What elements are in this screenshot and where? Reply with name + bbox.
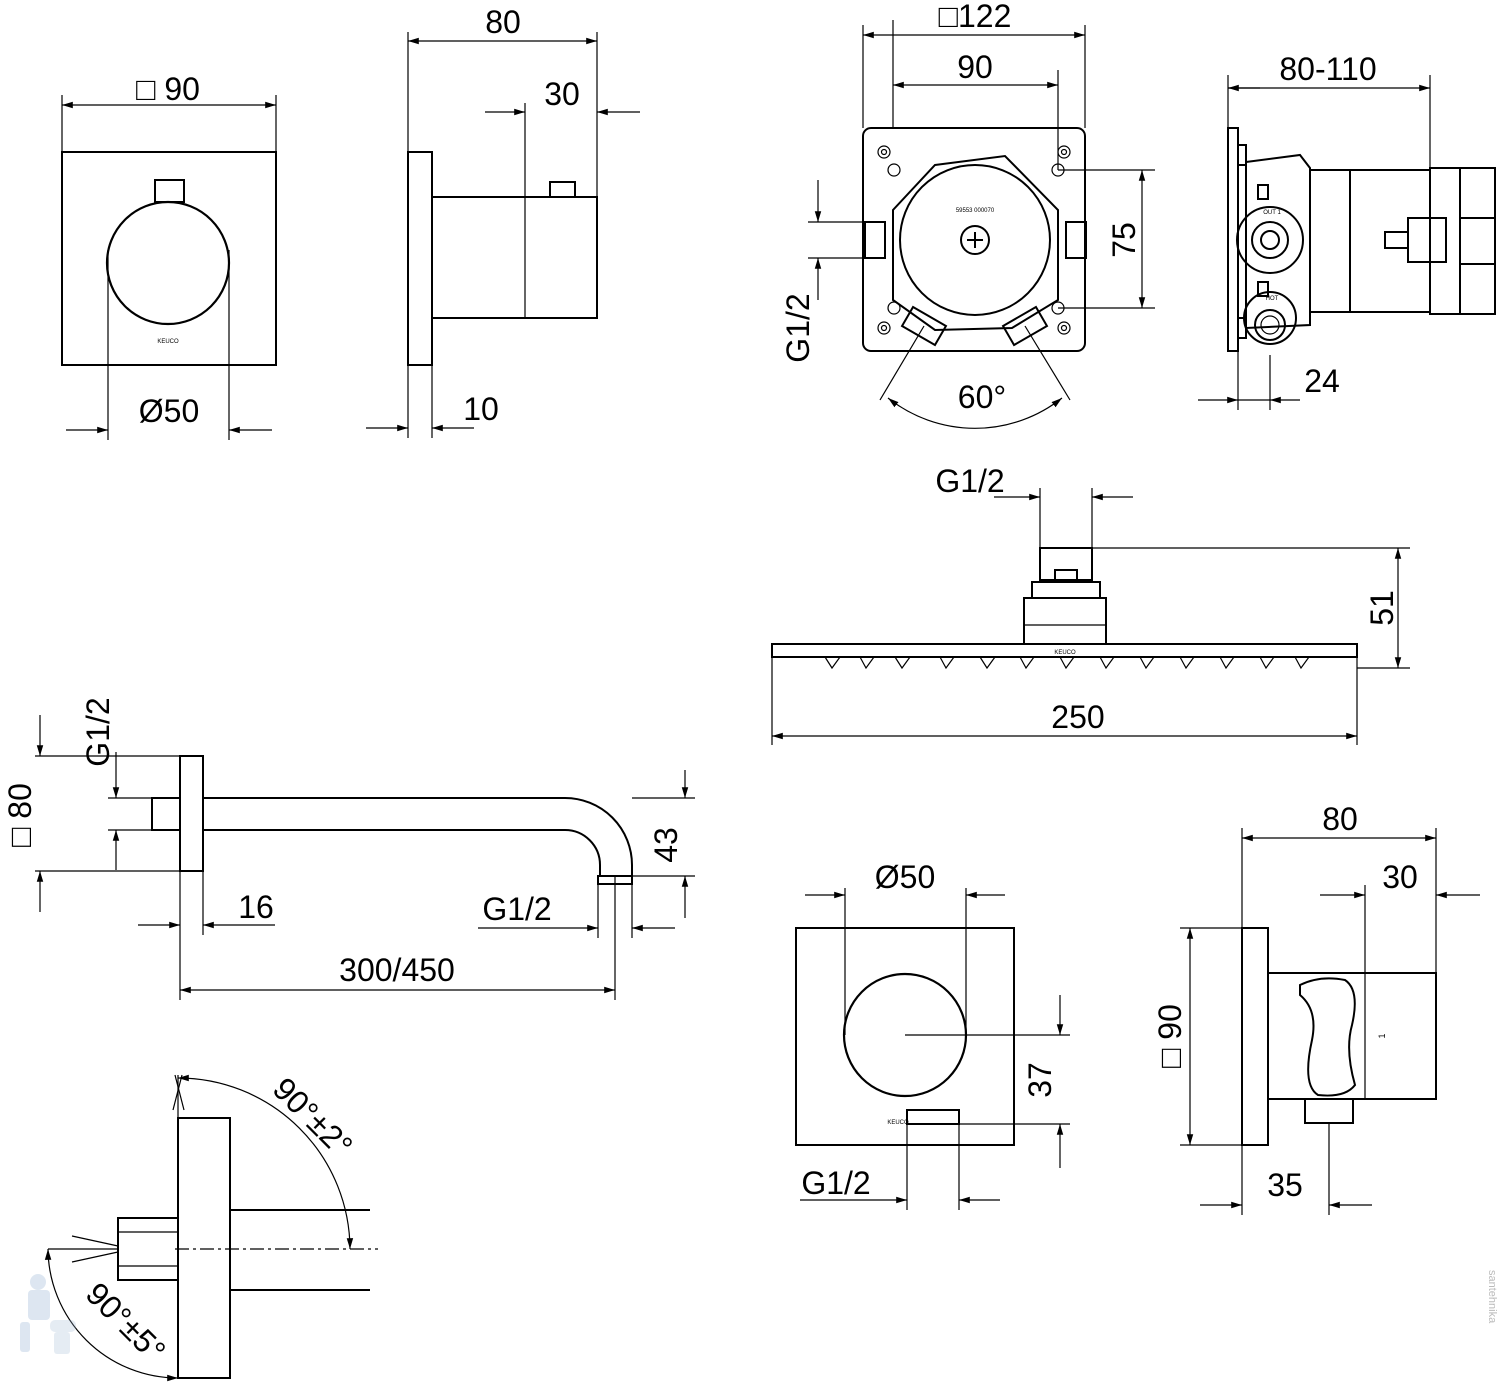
box-out-label: OUT 1 bbox=[1263, 210, 1281, 216]
elbow-brand-label: KEUCO bbox=[887, 1120, 909, 1126]
dim-elbow-thread: G1/2 bbox=[801, 1165, 870, 1201]
dim-mixer-face: □ 90 bbox=[136, 71, 200, 107]
dim-elbow-face: □ 90 bbox=[1152, 1004, 1188, 1068]
dim-angle-bottom: 90°±5° bbox=[79, 1275, 173, 1369]
dim-elbow-offset: 35 bbox=[1267, 1167, 1303, 1203]
dim-box-depth: 80-110 bbox=[1279, 51, 1376, 87]
mixer-side-view: 80 30 10 bbox=[366, 4, 640, 438]
elbow-front-view: Ø50 37 G1/2 KEUCO bbox=[795, 859, 1070, 1210]
box-side-view: 80-110 24 OUT 1 HOT bbox=[1198, 51, 1496, 410]
dim-arm-drop: 43 bbox=[648, 827, 684, 863]
dim-box-angle: 60° bbox=[958, 379, 1006, 415]
box-front-view: □122 90 75 G1/2 60° 59553 000070 bbox=[780, 0, 1155, 429]
dim-mixer-knob-diameter: Ø50 bbox=[139, 393, 199, 429]
dim-box-outer: □122 bbox=[939, 0, 1012, 34]
dim-elbow-diameter: Ø50 bbox=[875, 859, 935, 895]
box-code-label: 59553 000070 bbox=[956, 208, 995, 214]
dim-mixer-depth: 80 bbox=[485, 4, 521, 40]
dim-box-height: 75 bbox=[1106, 222, 1142, 258]
dim-head-thread: G1/2 bbox=[935, 463, 1004, 499]
head-brand-label: KEUCO bbox=[1054, 650, 1076, 656]
dim-mixer-plate: 10 bbox=[463, 391, 499, 427]
mixer-brand-label: KEUCO bbox=[157, 339, 179, 345]
dim-arm-thread-outlet: G1/2 bbox=[482, 891, 551, 927]
dim-box-holes: 90 bbox=[957, 49, 993, 85]
dim-box-thread: G1/2 bbox=[780, 293, 816, 362]
dim-arm-rosette: □ 80 bbox=[2, 783, 38, 847]
elbow-side-mark: 1 bbox=[1377, 1033, 1387, 1038]
dim-elbow-height: 37 bbox=[1022, 1062, 1058, 1098]
dim-arm-plate: 16 bbox=[238, 889, 274, 925]
dim-elbow-knob-depth: 30 bbox=[1382, 859, 1418, 895]
dim-elbow-depth: 80 bbox=[1322, 801, 1358, 837]
mixer-front-view: □ 90 Ø50 KEUCO bbox=[61, 71, 277, 440]
watermark-text: santehnika bbox=[1486, 1270, 1498, 1324]
shower-head-view: G1/2 51 250 KEUCO bbox=[771, 463, 1410, 745]
dim-mixer-knob-depth: 30 bbox=[544, 76, 580, 112]
dim-angle-top: 90°±2° bbox=[266, 1070, 360, 1164]
shower-arm-view: □ 80 G1/2 16 G1/2 43 300/450 bbox=[2, 697, 695, 1000]
dim-box-offset: 24 bbox=[1304, 363, 1340, 399]
dim-arm-length: 300/450 bbox=[339, 952, 455, 988]
plumber-mascot-icon bbox=[20, 1274, 76, 1354]
dim-arm-thread-top: G1/2 bbox=[80, 697, 116, 766]
dim-head-width: 250 bbox=[1051, 699, 1104, 735]
angle-detail-view: 90°±2° 90°±5° bbox=[44, 1070, 378, 1382]
elbow-side-view: 80 30 □ 90 35 1 bbox=[1152, 801, 1480, 1215]
box-in-label: HOT bbox=[1266, 296, 1279, 302]
dim-head-height: 51 bbox=[1364, 590, 1400, 626]
